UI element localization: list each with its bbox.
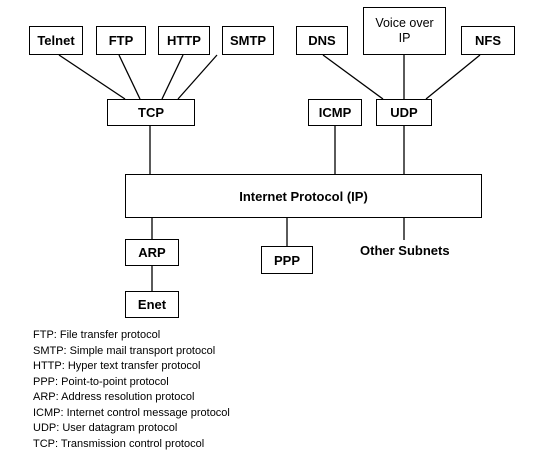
legend-item-tcp: TCP: Transmission control protocol — [33, 437, 205, 450]
telnet-box: Telnet — [29, 26, 83, 55]
smtp-tcp-line — [177, 54, 218, 100]
legend-item-smtp: SMTP: Simple mail transport protocol — [33, 344, 216, 357]
voip-label: Voice over IP — [375, 16, 434, 45]
dns-box: DNS — [296, 26, 348, 55]
telnet-label: Telnet — [37, 33, 75, 48]
ppp-box: PPP — [261, 246, 313, 274]
tcp-label: TCP — [138, 105, 164, 120]
legend-item-udp: UDP: User datagram protocol — [33, 422, 178, 434]
http-tcp-line — [161, 54, 184, 100]
icmp-label: ICMP — [318, 105, 352, 120]
ftp-label: FTP — [108, 33, 134, 48]
ftp-box: FTP — [96, 26, 146, 55]
http-box: HTTP — [158, 26, 210, 55]
nfs-udp-line — [425, 54, 481, 100]
udp-label: UDP — [390, 105, 418, 120]
legend: FTP: File transfer protocol SMTP: Simple… — [33, 328, 230, 452]
dns-label: DNS — [308, 33, 336, 48]
ip-label: Internet Protocol (IP) — [239, 188, 368, 204]
ppp-label: PPP — [273, 252, 300, 268]
legend-item-ftp: FTP: File transfer protocol — [33, 329, 161, 341]
enet-box: Enet — [125, 291, 179, 318]
voip-box: Voice over IP — [363, 7, 446, 55]
http-label: HTTP — [167, 33, 201, 48]
telnet-tcp-line — [58, 54, 126, 100]
arp-box: ARP — [125, 239, 179, 266]
ip-box: Internet Protocol (IP) — [125, 174, 482, 218]
icmp-box: ICMP — [308, 99, 362, 126]
tcp-box: TCP — [107, 99, 195, 126]
enet-label: Enet — [137, 297, 167, 312]
smtp-box: SMTP — [222, 26, 274, 55]
legend-item-icmp: ICMP: Internet control message protocol — [33, 406, 230, 419]
nfs-label: NFS — [475, 33, 501, 48]
legend-item-ppp: PPP: Point-to-point protocol — [33, 375, 169, 388]
ftp-tcp-line — [118, 54, 141, 100]
nfs-box: NFS — [461, 26, 515, 55]
arp-label: ARP — [138, 245, 166, 260]
udp-box: UDP — [376, 99, 432, 126]
dns-udp-line — [322, 54, 384, 100]
legend-item-arp: ARP: Address resolution protocol — [33, 391, 195, 403]
legend-item-http: HTTP: Hyper text transfer protocol — [33, 360, 201, 372]
other-subnets-label: Other Subnets — [360, 243, 450, 258]
smtp-label: SMTP — [229, 33, 267, 48]
